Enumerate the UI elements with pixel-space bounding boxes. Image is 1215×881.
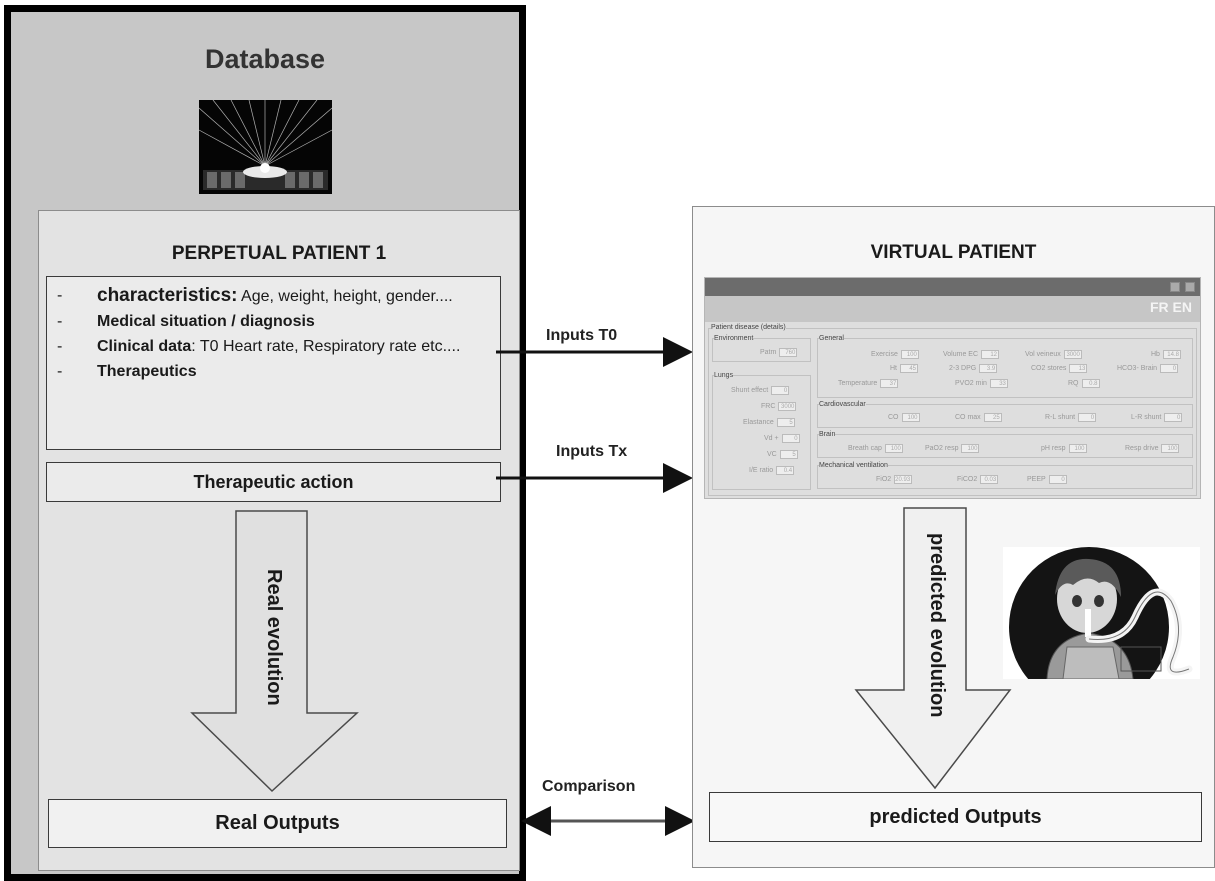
general-label: General xyxy=(819,335,844,342)
inputs-tx-label: Inputs Tx xyxy=(556,443,628,460)
lungs-label: Lungs xyxy=(714,372,734,379)
minimize-icon[interactable] xyxy=(1170,282,1180,292)
clinical-data-label: Clinical data xyxy=(97,338,192,355)
bullet-dash: - xyxy=(57,287,63,304)
patient-disease-group xyxy=(708,328,1197,496)
bullet-dash: - xyxy=(57,363,63,380)
language-switch[interactable]: FR EN xyxy=(1150,299,1192,315)
language-bar: FR EN xyxy=(705,296,1200,322)
cardiovascular-group xyxy=(817,404,1193,428)
perpetual-patient-title: PERPETUAL PATIENT 1 xyxy=(171,243,387,264)
list-item-characteristics: - characteristics: Age, weight, height, … xyxy=(57,283,488,309)
real-outputs-box: Real Outputs xyxy=(48,799,507,848)
perpetual-patient-box: PERPETUAL PATIENT 1 - characteristics: A… xyxy=(38,210,520,871)
virtual-patient-title: VIRTUAL PATIENT xyxy=(870,242,1037,263)
predicted-evolution-label: predicted evolution xyxy=(926,533,948,718)
virtual-patient-avatar xyxy=(1003,547,1200,679)
real-evolution-label: Real evolution xyxy=(263,569,285,706)
server-room-image xyxy=(199,100,332,194)
database-panel: Database PERPETUAL PATIENT 1 xyxy=(4,5,526,881)
comparison-label: Comparison xyxy=(542,778,636,795)
list-item-medical-situation: - Medical situation / diagnosis xyxy=(57,309,488,334)
bullet-dash: - xyxy=(57,313,63,330)
predicted-evolution-arrow xyxy=(854,507,1012,790)
list-item-clinical-data: - Clinical data: T0 Heart rate, Respirat… xyxy=(57,334,488,359)
inputs-t0-label: Inputs T0 xyxy=(546,327,618,344)
lungs-group xyxy=(712,375,811,490)
virtual-patient-panel: VIRTUAL PATIENT FR EN Patient disease (d… xyxy=(692,206,1215,868)
therapeutic-action-box: Therapeutic action xyxy=(46,462,501,502)
simulator-window: FR EN Patient disease (details) Environm… xyxy=(704,277,1201,499)
brain-group xyxy=(817,434,1193,458)
close-icon[interactable] xyxy=(1185,282,1195,292)
list-item-therapeutics: - Therapeutics xyxy=(57,359,488,384)
clinical-data-text: : T0 Heart rate, Respiratory rate etc...… xyxy=(191,338,461,355)
therapeutics-label: Therapeutics xyxy=(97,363,197,380)
database-title: Database xyxy=(204,44,326,74)
mechanical-ventilation-label: Mechanical ventilation xyxy=(819,462,888,469)
cardiovascular-label: Cardiovascular xyxy=(819,401,866,408)
patient-details-box: - characteristics: Age, weight, height, … xyxy=(46,276,501,450)
characteristics-label: characteristics: xyxy=(97,285,238,306)
vd-field[interactable]: Vd +0 xyxy=(764,434,800,443)
medical-situation-label: Medical situation / diagnosis xyxy=(97,313,315,330)
predicted-outputs-box: predicted Outputs xyxy=(709,792,1202,842)
environment-label: Environment xyxy=(714,335,754,342)
characteristics-text: Age, weight, height, gender.... xyxy=(237,288,453,305)
patient-disease-label: Patient disease (details) xyxy=(711,324,786,331)
brain-label: Brain xyxy=(819,431,836,438)
environment-group xyxy=(712,338,811,362)
general-group xyxy=(817,338,1193,398)
real-evolution-arrow xyxy=(190,510,359,793)
bullet-dash: - xyxy=(57,338,63,355)
mechanical-ventilation-group xyxy=(817,465,1193,489)
window-titlebar xyxy=(705,278,1200,296)
